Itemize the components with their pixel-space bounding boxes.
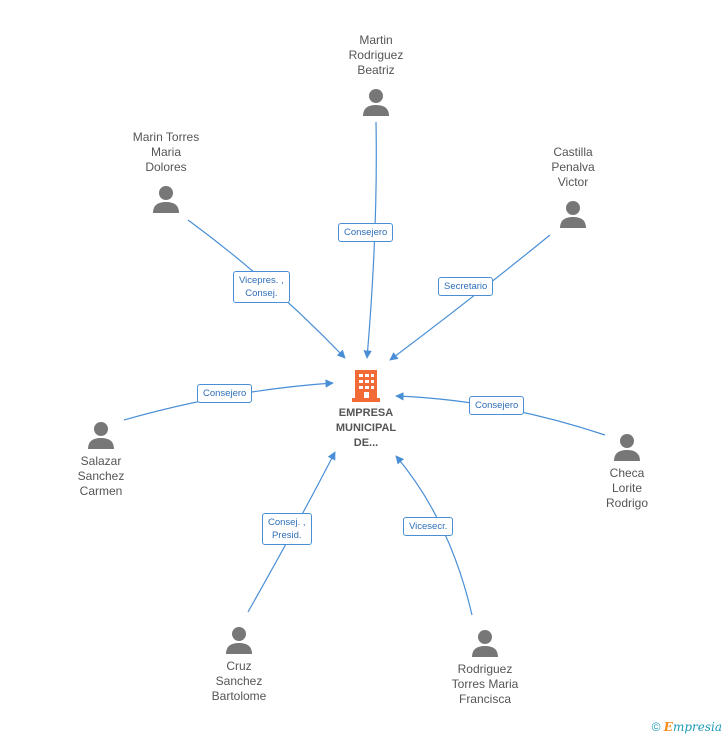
person-icon bbox=[226, 627, 252, 654]
role-label-rodriguez-torres[interactable]: Vicesecr. bbox=[403, 517, 454, 536]
brand-logo-initial: E bbox=[663, 720, 673, 734]
person-icon bbox=[614, 434, 640, 461]
role-label-salazar-sanchez[interactable]: Consejero bbox=[197, 384, 253, 403]
edge-castilla-penalva bbox=[389, 234, 551, 361]
company-node[interactable]: EMPRESA MUNICIPAL DE... bbox=[318, 368, 414, 451]
role-label-cruz-sanchez[interactable]: Consej. ,Presid. bbox=[262, 513, 312, 545]
role-label-martin-rodriguez[interactable]: Consejero bbox=[338, 223, 394, 242]
person-icon bbox=[363, 89, 389, 116]
company-name-line: EMPRESA bbox=[338, 407, 394, 419]
building-icon bbox=[352, 370, 380, 402]
copyright-icon: © bbox=[651, 720, 661, 734]
empresia-footer[interactable]: © Empresia bbox=[652, 720, 722, 734]
person-icon bbox=[153, 186, 179, 213]
role-label-castilla-penalva[interactable]: Secretario bbox=[438, 277, 494, 296]
person-icon bbox=[88, 422, 114, 449]
person-icon bbox=[560, 201, 586, 228]
person-icon bbox=[472, 630, 498, 657]
role-label-marin-torres[interactable]: Vicepres. ,Consej. bbox=[233, 271, 290, 303]
company-name-line: MUNICIPAL bbox=[335, 422, 397, 434]
brand-logo-text: mpresia bbox=[672, 720, 722, 734]
company-name-line: DE... bbox=[353, 437, 379, 449]
role-label-checa-lorite[interactable]: Consejero bbox=[469, 396, 525, 415]
